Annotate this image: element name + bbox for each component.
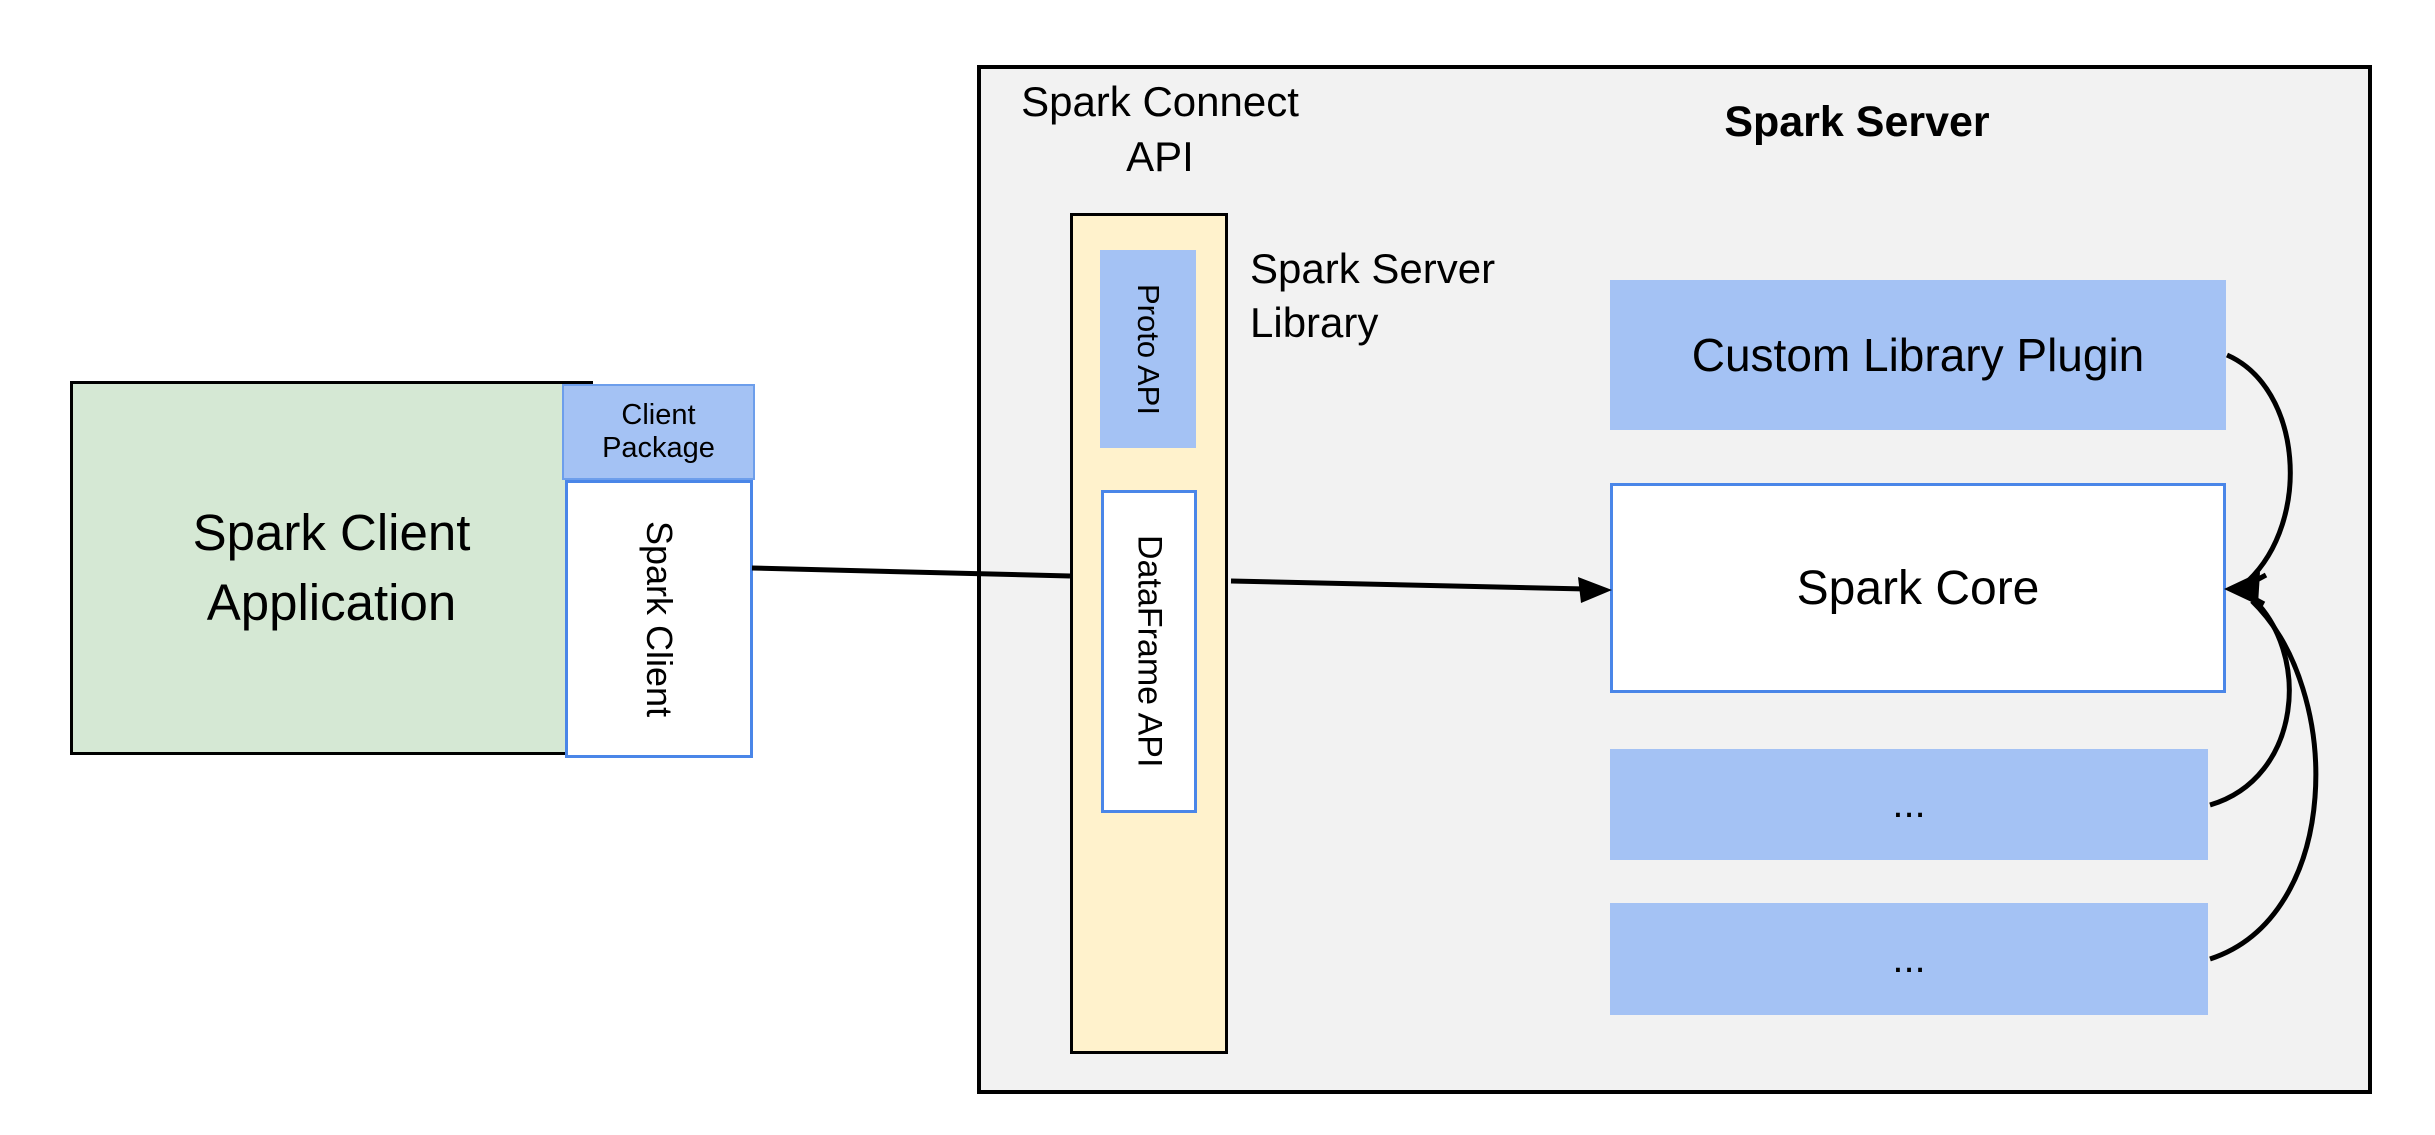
ellipsis-plugin-box-1: ...	[1610, 749, 2208, 860]
proto-api-box: Proto API	[1100, 250, 1196, 448]
spark-client-label: Spark Client	[639, 520, 680, 718]
spark-client-application-box: Spark Client Application	[70, 381, 593, 755]
spark-server-library-label: Spark Server Library	[1250, 244, 1496, 346]
proto-api-label: Proto API	[1131, 283, 1166, 415]
client-package-box: Client Package	[562, 384, 755, 480]
dataframe-api-box: DataFrame API	[1101, 490, 1197, 813]
custom-library-plugin-box: Custom Library Plugin	[1610, 280, 2226, 430]
dataframe-api-label: DataFrame API	[1130, 535, 1169, 768]
spark-core-box: Spark Core	[1610, 483, 2226, 693]
spark-server-title: Spark Server	[1724, 97, 1990, 146]
spark-connect-api-label: Spark Connect API	[1021, 78, 1299, 180]
spark-client-box: Spark Client	[565, 480, 753, 758]
ellipsis-plugin-box-2: ...	[1610, 903, 2208, 1015]
